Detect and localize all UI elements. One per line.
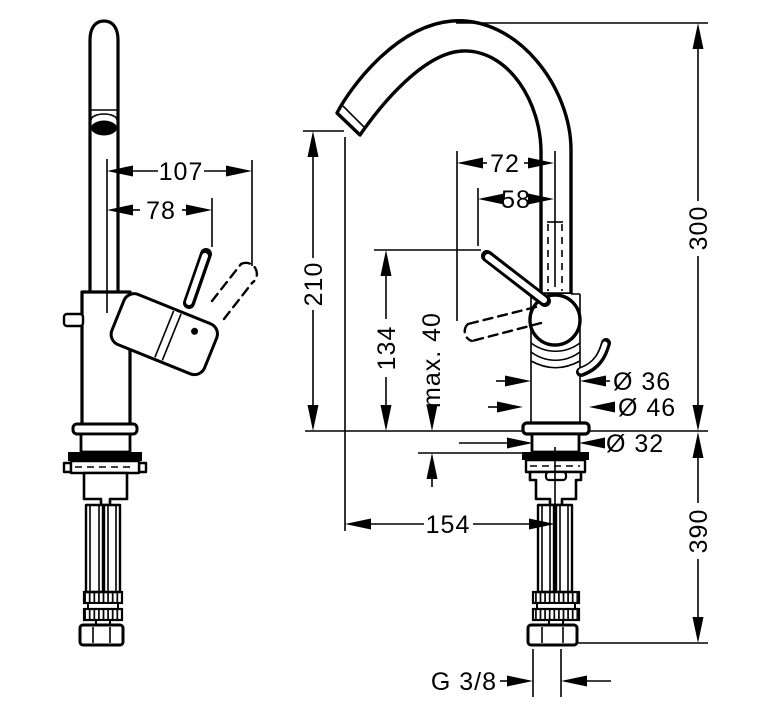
side-set-screw — [62, 312, 85, 328]
dim-107: 107 — [107, 158, 252, 186]
dim-dia32: Ø 32 — [459, 430, 664, 458]
dim-78-label: 78 — [146, 197, 176, 225]
side-lever-pin — [183, 248, 212, 309]
dim-thread-label: G 3/8 — [431, 668, 497, 696]
dim-dia36: Ø 36 — [496, 368, 671, 396]
front-wing-nut — [544, 470, 568, 482]
dim-max40-label: max. 40 — [418, 312, 446, 408]
front-lever-ball — [528, 293, 582, 347]
front-view-faucet — [335, 19, 611, 647]
dim-max40: max. 40 — [418, 312, 446, 487]
side-supply-hoses — [84, 503, 122, 594]
front-hose-nut — [526, 623, 579, 647]
dim-300: 300 — [685, 23, 713, 431]
dim-300-label: 300 — [685, 206, 713, 251]
side-handle-cartridge — [109, 292, 219, 377]
front-spout-collar — [342, 105, 367, 130]
side-view-faucet — [62, 19, 259, 647]
dim-dia46-label: Ø 46 — [618, 394, 676, 422]
front-lever-pin — [481, 250, 551, 307]
dim-72-label: 72 — [490, 150, 520, 178]
waterway-hidden-lines — [547, 224, 563, 291]
side-aerator-ring — [90, 113, 118, 121]
side-lever-pin-dashed — [210, 261, 259, 321]
dim-154-label: 154 — [426, 511, 471, 539]
side-oring — [68, 452, 142, 461]
dim-210: 210 — [300, 131, 328, 431]
dim-78: 78 — [107, 197, 212, 225]
dim-dia32-label: Ø 32 — [606, 430, 664, 458]
dim-thread: G 3/8 — [431, 668, 611, 696]
side-shank-lower — [82, 471, 129, 507]
dim-134-label: 134 — [373, 326, 401, 371]
side-base-flange — [71, 422, 139, 436]
front-body-rings — [530, 342, 581, 369]
front-hose-connector — [526, 590, 581, 647]
dim-134: 134 — [373, 250, 401, 431]
dim-107-label: 107 — [159, 158, 204, 186]
side-aerator-face — [91, 120, 117, 136]
front-spout — [335, 19, 573, 296]
dimension-annotations: 107 78 72 58 210 — [106, 22, 713, 697]
front-base-flange — [521, 421, 591, 436]
dim-154: 154 — [345, 511, 555, 539]
dim-dia36-label: Ø 36 — [613, 368, 671, 396]
dim-58-label: 58 — [501, 186, 531, 214]
dim-72: 72 — [457, 150, 554, 178]
front-popup-rod — [576, 338, 611, 377]
dim-210-label: 210 — [300, 262, 328, 307]
side-shank — [79, 432, 132, 454]
side-hose-connector — [78, 590, 125, 647]
dim-dia46: Ø 46 — [488, 394, 676, 422]
dim-58: 58 — [478, 186, 554, 214]
side-spout-tube — [88, 19, 120, 295]
dim-390-label: 390 — [685, 509, 713, 554]
dim-390: 390 — [685, 432, 713, 643]
front-lever-pin-dashed — [463, 305, 543, 343]
